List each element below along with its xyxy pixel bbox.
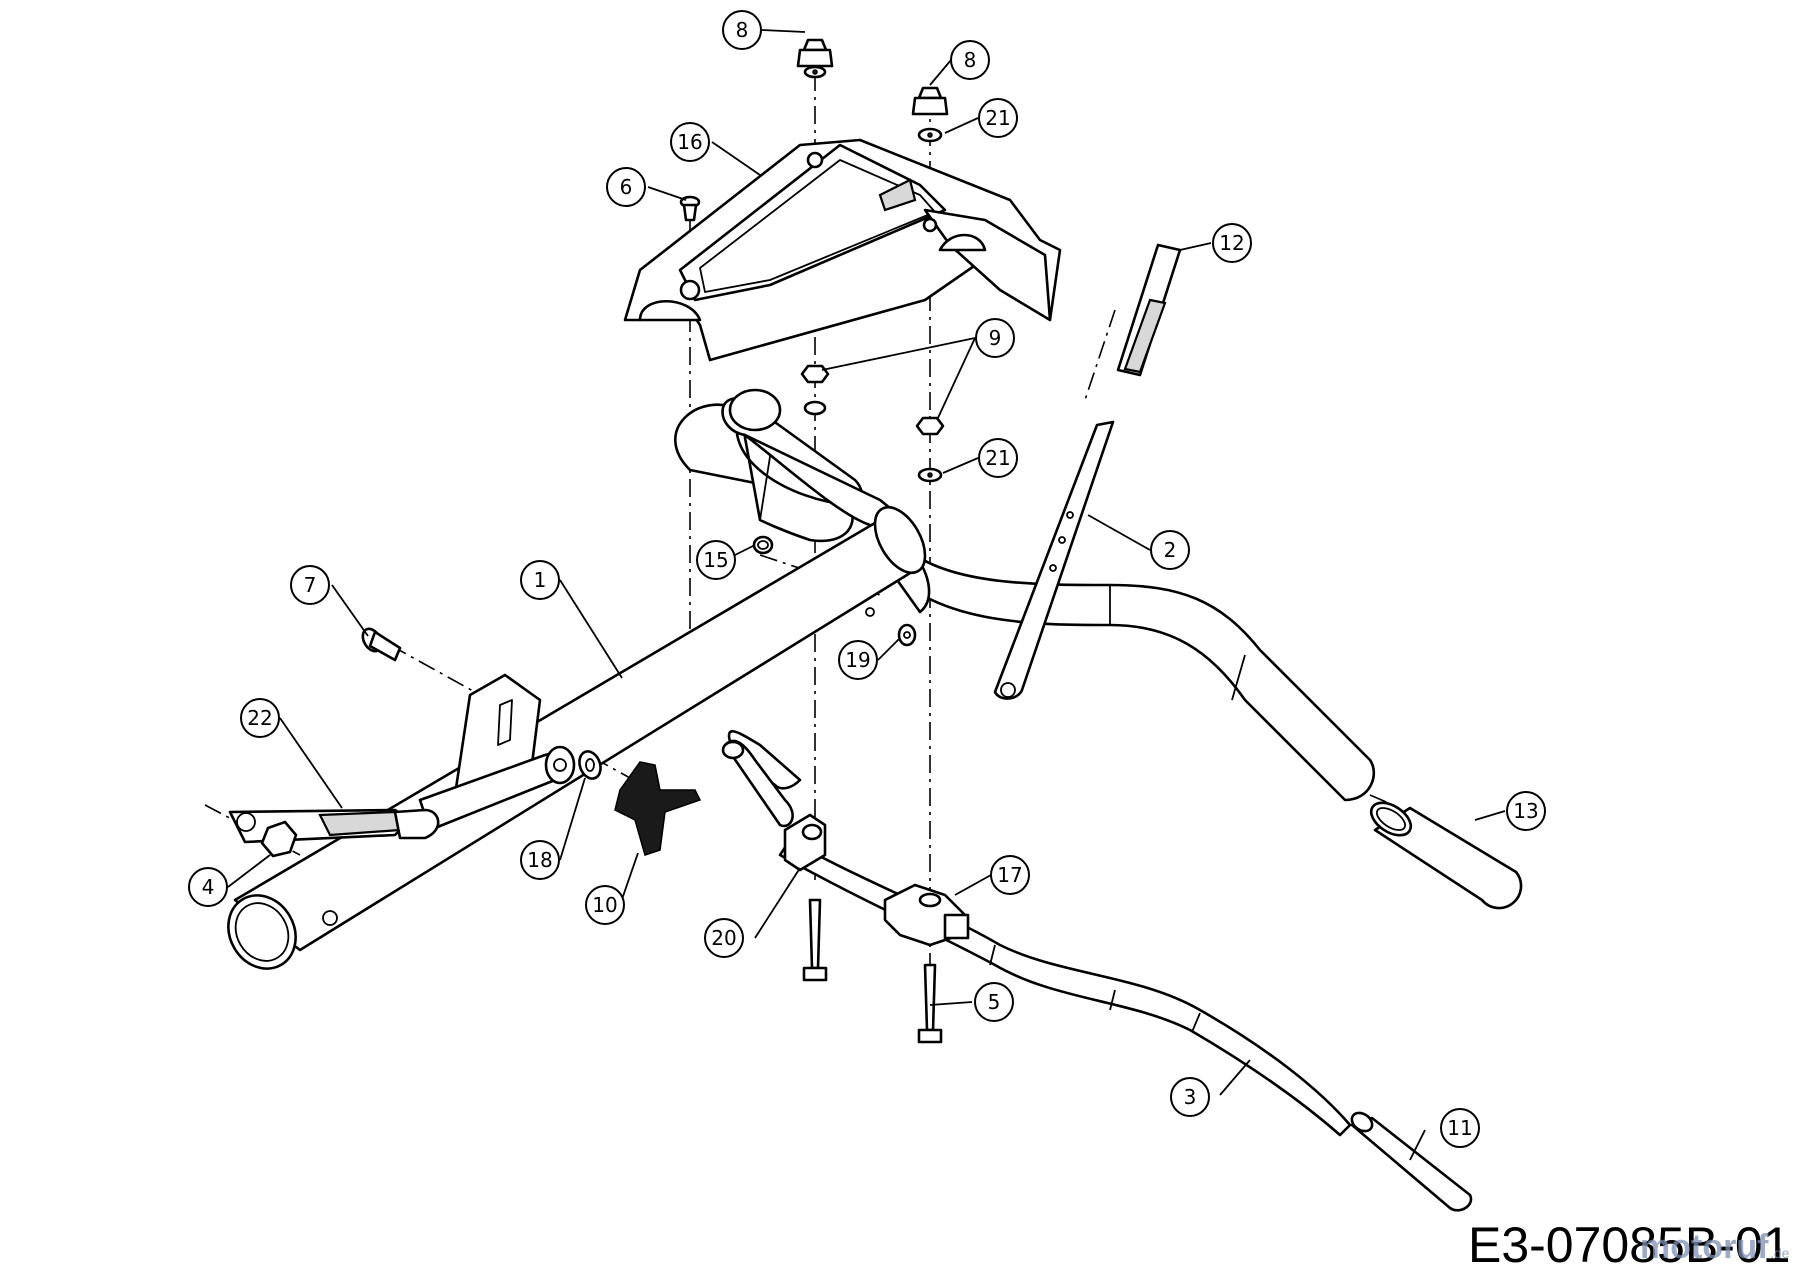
callout-22: 22: [240, 698, 280, 738]
part-20-clamp: [783, 813, 827, 872]
callout-9: 9: [975, 318, 1015, 358]
part-21-washer-lower: [917, 467, 943, 483]
svg-text:11: 11: [1447, 1116, 1472, 1140]
callout-5: 5: [974, 982, 1014, 1022]
svg-text:17: 17: [997, 863, 1022, 887]
part-1-main-frame-tube: [227, 505, 927, 970]
callout-19: 19: [838, 640, 878, 680]
svg-text:3: 3: [1184, 1085, 1197, 1109]
svg-text:5: 5: [988, 990, 1001, 1014]
callout-21-upper: 21: [978, 98, 1018, 138]
part-16-console-cover: [623, 138, 1062, 362]
svg-text:21: 21: [985, 446, 1010, 470]
callout-10: 10: [585, 885, 625, 925]
part-5-bolt-left: [802, 898, 828, 982]
callout-18: 18: [520, 840, 560, 880]
svg-text:7: 7: [304, 573, 317, 597]
part-4-nut: [260, 820, 298, 858]
svg-text:9: 9: [989, 326, 1002, 350]
part-15-bushing: [752, 535, 774, 555]
svg-text:16: 16: [677, 130, 702, 154]
part-22-lever-arm: [228, 808, 440, 844]
callout-13: 13: [1506, 791, 1546, 831]
svg-text:6: 6: [620, 175, 633, 199]
watermark-suffix: .de: [1770, 1245, 1790, 1261]
svg-text:8: 8: [964, 48, 977, 72]
callout-17: 17: [990, 855, 1030, 895]
drawing-code: E3-07085B-01: [1468, 1217, 1790, 1272]
callout-8-top-right: 8: [950, 40, 990, 80]
part-11-rod-grip: [1350, 1111, 1473, 1212]
svg-text:20: 20: [711, 926, 736, 950]
part-9-nut-left: [800, 364, 830, 416]
callout-11: 11: [1440, 1108, 1480, 1148]
svg-text:22: 22: [247, 706, 272, 730]
washer-top-left: [803, 65, 827, 79]
part-9-nut-right: [915, 416, 945, 436]
watermark-logo: motoruf: [1640, 1228, 1769, 1266]
part-5-bolt-right: [917, 963, 943, 1044]
part-18-washer: [578, 750, 602, 780]
callout-8-top-left: 8: [722, 10, 762, 50]
part-12-lever-grip: [1116, 243, 1182, 377]
callout-2: 2: [1150, 530, 1190, 570]
callout-15: 15: [696, 540, 736, 580]
part-6-screw: [679, 195, 701, 222]
svg-text:15: 15: [703, 548, 728, 572]
svg-text:12: 12: [1219, 231, 1244, 255]
svg-text:18: 18: [527, 848, 552, 872]
callout-21-lower: 21: [978, 438, 1018, 478]
svg-text:8: 8: [736, 18, 749, 42]
callout-6: 6: [606, 167, 646, 207]
part-17-clamp: [883, 883, 970, 947]
part-13-handle-grip: [1369, 801, 1523, 910]
svg-text:21: 21: [985, 106, 1010, 130]
svg-text:13: 13: [1513, 799, 1538, 823]
part-10-star-knob: [614, 761, 702, 856]
svg-text:19: 19: [845, 648, 870, 672]
part-2-control-lever-bar: [993, 420, 1115, 700]
callout-1: 1: [520, 560, 560, 600]
svg-text:10: 10: [592, 893, 617, 917]
svg-text:4: 4: [202, 875, 215, 899]
callout-4: 4: [188, 867, 228, 907]
svg-text:2: 2: [1164, 538, 1177, 562]
part-21-washer-upper: [917, 127, 943, 143]
callout-12: 12: [1212, 223, 1252, 263]
callout-16: 16: [670, 122, 710, 162]
callout-20: 20: [704, 918, 744, 958]
svg-text:1: 1: [534, 568, 547, 592]
callout-3: 3: [1170, 1077, 1210, 1117]
part-8-cap-nut-left: [796, 38, 834, 68]
part-8-cap-nut-right: [911, 86, 949, 116]
part-19-washer: [897, 623, 917, 647]
callout-7: 7: [290, 565, 330, 605]
pivot-bracket: [418, 673, 576, 832]
